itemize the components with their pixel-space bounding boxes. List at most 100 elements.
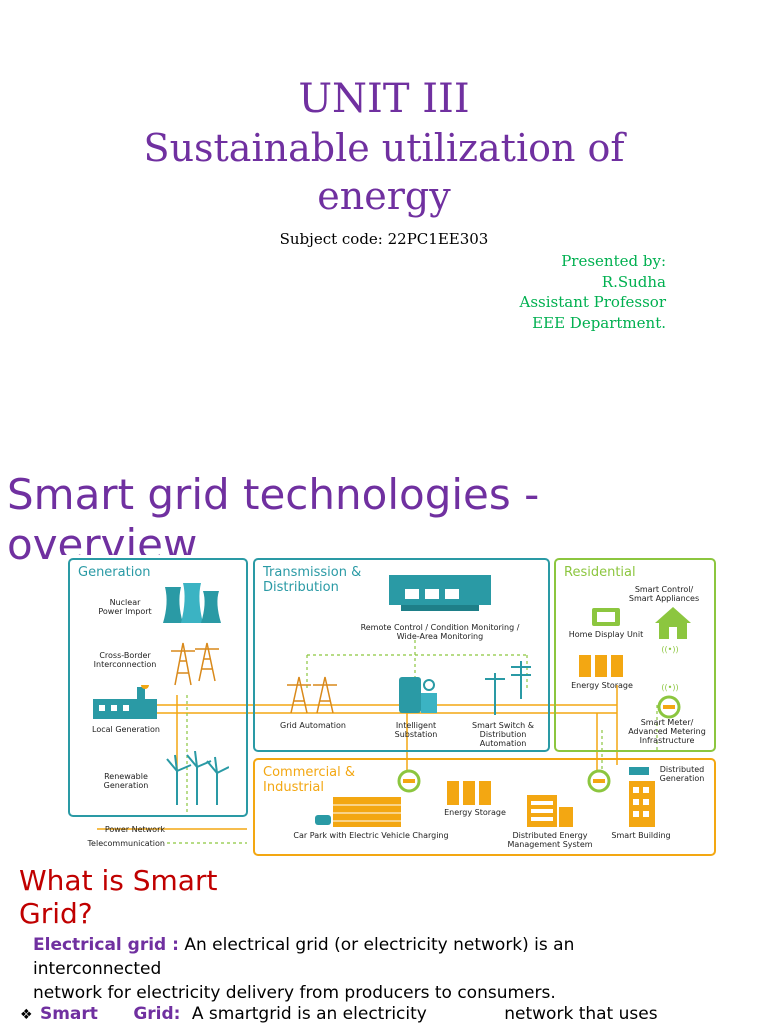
distributed-generation-label-line2: Generation xyxy=(659,774,705,783)
definition-line1: Electrical grid : An electrical grid (or… xyxy=(33,933,733,957)
substation-icon xyxy=(399,677,437,713)
smart-control-label: Smart Control/ Smart Appliances xyxy=(619,585,709,603)
definition-text-1: An electrical grid (or electricity netwo… xyxy=(178,935,575,955)
commercial-title-line2: Industrial xyxy=(263,780,324,795)
commercial-title-line1: Commercial & xyxy=(263,765,356,780)
generation-panel: Generation xyxy=(68,558,248,817)
smart-meter-label-line1: Smart Meter/ xyxy=(640,718,694,727)
car-park-icon xyxy=(315,797,401,827)
home-display-unit-icon xyxy=(592,608,620,626)
wind-turbine-icon xyxy=(166,751,229,805)
smart-meter-label-line3: Infrastructure xyxy=(639,736,695,745)
energy-storage-res-label: Energy Storage xyxy=(571,681,633,690)
grid-automation-label: Grid Automation xyxy=(280,721,346,730)
main-title-line1: Sustainable utilization of xyxy=(143,126,625,170)
overview-heading-line1: Smart grid technologies - xyxy=(7,470,540,519)
renewable-label-line1: Renewable xyxy=(104,772,148,781)
intelligent-substation-label-line1: Intelligent xyxy=(395,721,437,730)
grid-term: Grid: xyxy=(133,1004,181,1024)
cross-border-label: Cross-Border Interconnection xyxy=(81,651,169,669)
presenter-name: R.Sudha xyxy=(601,272,666,291)
nuclear-label-line2: Power Import xyxy=(98,607,152,616)
distributed-generation-label-line1: Distributed xyxy=(659,765,705,774)
control-room-icon xyxy=(389,575,491,611)
smart-switch-label: Smart Switch & Distribution Automation xyxy=(461,721,545,748)
presenter-block: Presented by: R.Sudha Assistant Professo… xyxy=(520,251,666,333)
remote-control-label-line2: Wide-Area Monitoring xyxy=(396,632,484,641)
smart-building-icon xyxy=(629,767,655,827)
local-generation-label: Local Generation xyxy=(92,725,160,734)
overview-heading: Smart grid technologies - overview xyxy=(7,470,607,570)
legend-telecommunication: Telecommunication xyxy=(87,839,165,848)
cross-border-label-line1: Cross-Border xyxy=(99,651,151,660)
smart-control-label-line1: Smart Control/ xyxy=(634,585,694,594)
car-park-label: Car Park with Electric Vehicle Charging xyxy=(293,831,449,840)
nuclear-label: Nuclear Power Import xyxy=(85,598,165,616)
cross-border-label-line2: Interconnection xyxy=(93,660,157,669)
presenter-department: EEE Department. xyxy=(532,313,666,332)
smart-meter-label: Smart Meter/ Advanced Metering Infrastru… xyxy=(617,718,717,745)
smart-building-label: Smart Building xyxy=(611,831,671,840)
presenter-designation: Assistant Professor xyxy=(519,293,666,311)
unit-title: UNIT III xyxy=(298,76,470,122)
dems-label-line2: Management System xyxy=(507,840,593,849)
smart-grid-diagram: Generation Transmission & Distribution R… xyxy=(57,555,716,857)
generation-title: Generation xyxy=(78,565,151,580)
residential-panel: Residential xyxy=(554,558,716,752)
energy-storage-res-icon xyxy=(579,655,623,677)
dems-icon xyxy=(527,795,573,827)
presenter-label: Presented by: xyxy=(561,252,666,270)
wireless-signal-icon-1: ((•)) xyxy=(661,645,679,654)
remote-control-label: Remote Control / Condition Monitoring / … xyxy=(345,623,535,641)
main-title-line2: energy xyxy=(317,174,451,218)
transmission-title-line2: Distribution xyxy=(263,580,339,595)
legend-power-network: Power Network xyxy=(104,825,165,834)
electrical-grid-definition: Electrical grid : An electrical grid (or… xyxy=(33,933,733,1005)
commercial-meter-icon-2 xyxy=(587,769,611,793)
smart-term: Smart xyxy=(39,1004,98,1024)
nuclear-label-line1: Nuclear xyxy=(109,598,141,607)
renewable-label: Renewable Generation xyxy=(81,772,171,790)
transmission-title-line1: Transmission & xyxy=(263,565,362,580)
transmission-panel: Transmission & Distribution xyxy=(253,558,550,752)
commercial-title: Commercial & Industrial xyxy=(263,765,355,795)
distributed-generation-label: Distributed Generation xyxy=(653,765,711,783)
nuclear-plant-icon xyxy=(163,583,221,623)
transmission-tower-icon xyxy=(171,642,219,686)
smart-switch-label-line1: Smart Switch & xyxy=(472,721,534,730)
renewable-label-line2: Generation xyxy=(103,781,149,790)
electrical-grid-term: Electrical grid : xyxy=(33,935,179,955)
factory-icon xyxy=(93,685,157,719)
main-title: Sustainable utilization of energy xyxy=(110,124,658,220)
smart-definition-text: A smartgrid is an electricity xyxy=(191,1004,427,1024)
home-display-label: Home Display Unit xyxy=(568,630,644,639)
smart-definition-text-2: network that uses xyxy=(504,1004,658,1024)
what-is-smart-grid-heading: What is Smart Grid? xyxy=(19,864,279,930)
grid-automation-tower-icon xyxy=(287,676,337,714)
definition-text-3: network for electricity delivery from pr… xyxy=(33,983,556,1003)
dems-label: Distributed Energy Management System xyxy=(497,831,603,849)
smart-meter-icon xyxy=(657,695,681,719)
definition-text-2: interconnected xyxy=(33,959,162,979)
energy-storage-com-label: Energy Storage xyxy=(444,808,506,817)
energy-storage-com-icon xyxy=(447,781,491,805)
commercial-meter-icon-1 xyxy=(397,769,421,793)
smart-switch-label-line2: Distribution xyxy=(479,730,527,739)
remote-control-label-line1: Remote Control / Condition Monitoring / xyxy=(360,623,520,632)
intelligent-substation-label: Intelligent Substation xyxy=(383,721,449,739)
bullet-icon: ❖ xyxy=(20,1007,33,1023)
intelligent-substation-label-line2: Substation xyxy=(394,730,438,739)
smart-switch-pole-icon xyxy=(485,661,531,715)
commercial-panel: Commercial & Industrial xyxy=(253,758,716,856)
transmission-title: Transmission & Distribution xyxy=(263,565,361,595)
house-icon xyxy=(655,607,691,639)
wireless-signal-icon-2: ((•)) xyxy=(661,683,679,692)
smart-meter-label-line2: Advanced Metering xyxy=(628,727,706,736)
smart-grid-definition: ❖ Smart Grid: A smartgrid is an electric… xyxy=(20,1002,760,1027)
smart-control-label-line2: Smart Appliances xyxy=(628,594,700,603)
what-heading-line2: Grid? xyxy=(19,897,93,930)
subject-code: Subject code: 22PC1EE303 xyxy=(279,230,489,248)
residential-title: Residential xyxy=(564,565,636,580)
dems-label-line1: Distributed Energy xyxy=(512,831,588,840)
what-heading-line1: What is Smart xyxy=(19,864,218,897)
